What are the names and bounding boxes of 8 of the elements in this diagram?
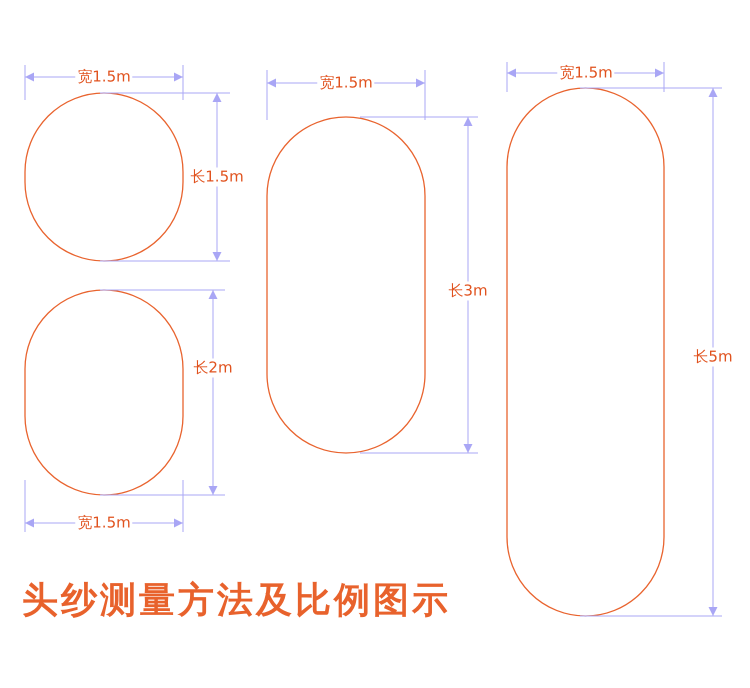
stadium-outline [506,87,665,617]
stadium-outline [24,92,184,262]
dimension-label: 宽1.5m [317,74,375,92]
dimension-label: 宽1.5m [75,68,133,86]
dimension-label: 宽1.5m [557,64,615,82]
stadium-outline [266,116,426,454]
dimension-label: 宽1.5m [75,514,133,532]
title: 头纱测量方法及比例图示 [22,578,451,622]
